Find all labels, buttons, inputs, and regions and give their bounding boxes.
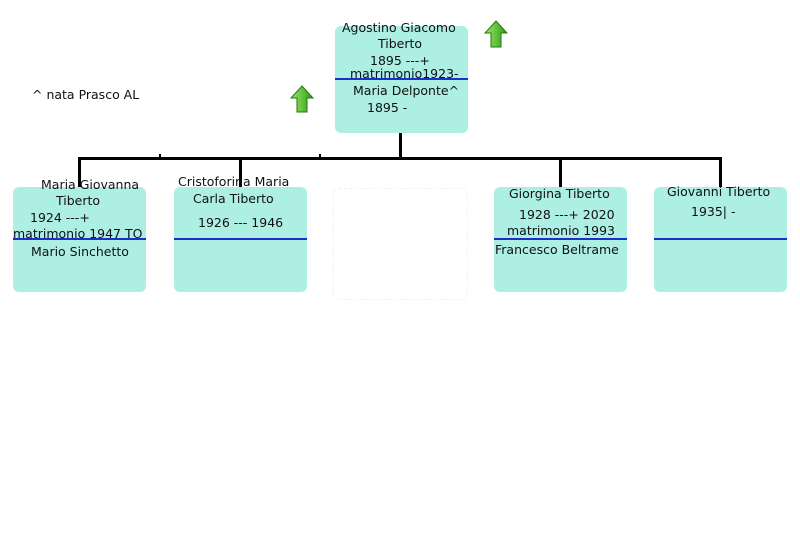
up-arrow-icon[interactable] <box>484 20 508 48</box>
marriage-line <box>335 78 468 80</box>
connector-line <box>239 157 242 187</box>
spouse-name: Maria Delponte^ <box>353 83 460 98</box>
connector-line <box>559 157 562 187</box>
person-name: Giovanni Tiberto <box>667 184 771 199</box>
person-name: Giorgina Tiberto <box>509 186 610 201</box>
connector-line <box>719 157 722 187</box>
person-dates: 1935| - <box>691 204 736 219</box>
connector-tick <box>319 154 321 158</box>
person-name: Maria Giovanna <box>41 177 140 192</box>
marriage-line <box>174 238 307 240</box>
marriage-info: matrimonio1923- <box>350 66 459 81</box>
connector-line <box>78 157 81 187</box>
person-dates: 1926 --- 1946 <box>198 215 284 230</box>
marriage-line <box>494 238 627 240</box>
connector-line <box>78 157 722 160</box>
child-person-card[interactable]: Giorgina Tiberto 1928 ---+ 2020 matrimon… <box>494 186 627 292</box>
person-dates: 1924 ---+ <box>30 210 90 225</box>
marriage-info: matrimonio 1947 TO <box>13 226 143 241</box>
marriage-line <box>13 238 146 240</box>
person-name: Tiberto <box>56 193 101 208</box>
marriage-line <box>654 238 787 240</box>
connector-line <box>399 133 402 158</box>
person-name: Tiberto <box>378 36 423 51</box>
person-dates: 1928 ---+ 2020 <box>519 207 615 222</box>
up-arrow-icon[interactable] <box>290 85 314 113</box>
person-name: Carla Tiberto <box>193 191 274 206</box>
child-person-card[interactable]: Maria Giovanna Tiberto 1924 ---+ matrimo… <box>13 177 146 292</box>
spouse-name: Francesco Beltrame <box>495 242 619 257</box>
connector-tick <box>159 154 161 158</box>
spouse-name: Mario Sinchetto <box>31 244 129 259</box>
marriage-info: matrimonio 1993 <box>507 223 616 238</box>
person-dates: 1895 ---+ <box>370 53 430 68</box>
spouse-dates: 1895 - <box>367 100 408 115</box>
child-person-card[interactable]: Giovanni Tiberto 1935| - <box>654 184 787 292</box>
person-name: Agostino Giacomo <box>342 20 456 35</box>
child-person-card[interactable]: Cristoforina Maria Carla Tiberto 1926 --… <box>174 174 307 292</box>
root-person-card[interactable]: Agostino Giacomo Tiberto 1895 ---+ matri… <box>335 20 468 133</box>
empty-slot <box>333 188 468 300</box>
person-name: Cristoforina Maria <box>178 174 290 189</box>
birthplace-note: ^ nata Prasco AL <box>32 87 140 102</box>
